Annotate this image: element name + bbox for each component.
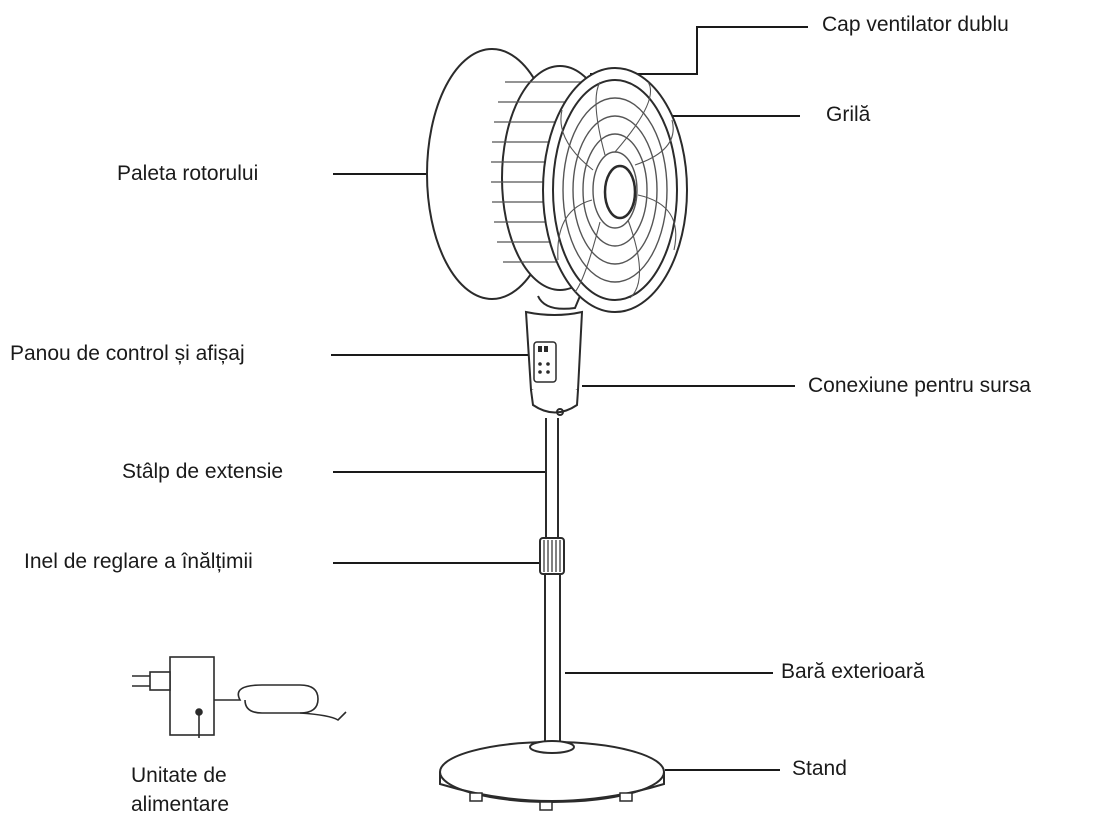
label-panou-control-afisaj: Panou de control și afișaj	[10, 342, 245, 365]
label-conexiune-sursa: Conexiune pentru sursa	[808, 374, 1031, 397]
leader-lines	[331, 26, 808, 771]
label-bara-exterioara: Bară exterioară	[781, 660, 925, 683]
leader-cap-ventilator	[590, 26, 808, 75]
label-stand: Stand	[792, 757, 847, 780]
label-unitate-line1: Unitate de	[131, 764, 227, 787]
power-adapter-illustration	[132, 656, 347, 738]
label-paleta-rotorului: Paleta rotorului	[117, 162, 259, 185]
stand-illustration	[439, 740, 665, 811]
control-body-illustration	[524, 310, 584, 416]
label-unitate-line2: alimentare	[131, 793, 230, 816]
label-inel-reglare: Inel de reglare a înălțimii	[24, 550, 253, 573]
fan-head-illustration	[426, 48, 688, 313]
label-stalp-extensie: Stâlp de extensie	[122, 460, 284, 483]
extension-pole-illustration	[539, 418, 565, 745]
fan-hub	[603, 164, 637, 220]
label-cap-ventilator-dublu: Cap ventilator dublu	[822, 13, 1009, 36]
label-grila: Grilă	[826, 103, 871, 126]
